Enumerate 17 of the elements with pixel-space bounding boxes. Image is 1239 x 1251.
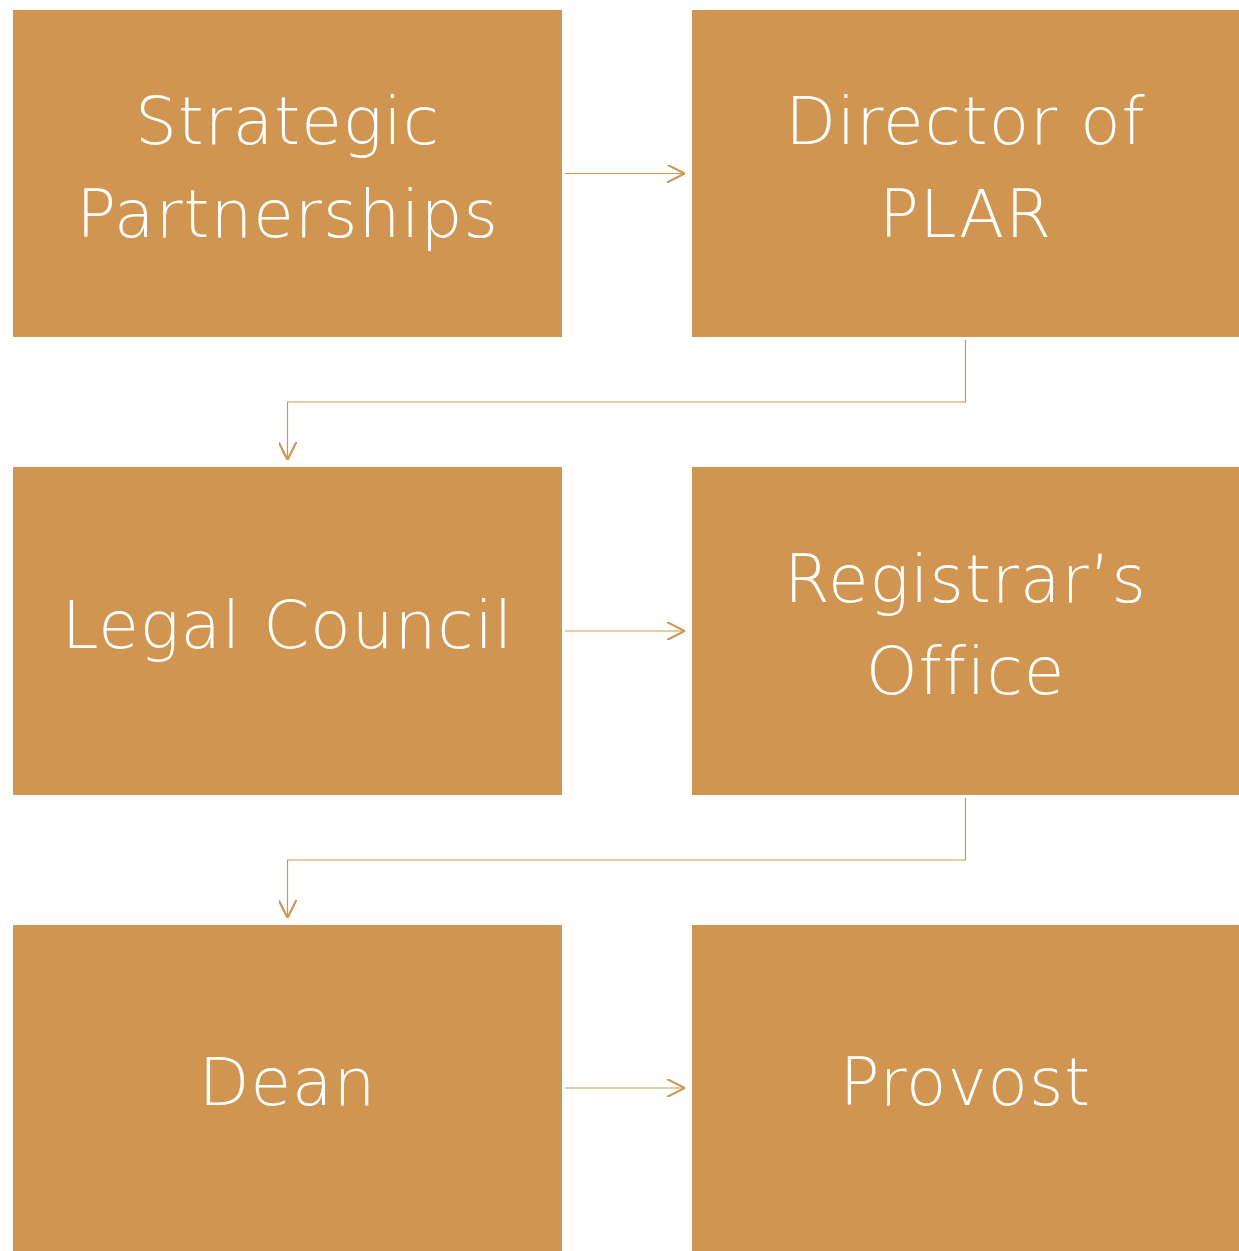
box-label: Registrar’s Office (783, 539, 1148, 712)
process-box (692, 467, 1239, 795)
arrow (564, 620, 686, 642)
process-box (692, 10, 1239, 337)
box-label: Strategic Partnerships (75, 82, 500, 255)
arrow (564, 1077, 686, 1099)
process-box (13, 925, 562, 1251)
process-box (13, 467, 562, 795)
box-label: Director of PLAR (784, 82, 1147, 255)
box-label: Dean (198, 1042, 377, 1123)
process-box (692, 925, 1239, 1251)
box-label: Provost (839, 1042, 1092, 1123)
process-box (13, 10, 562, 337)
box-label: Legal Council (61, 585, 514, 666)
arrow (564, 163, 686, 184)
arrow (277, 797, 967, 919)
arrow (277, 339, 967, 461)
